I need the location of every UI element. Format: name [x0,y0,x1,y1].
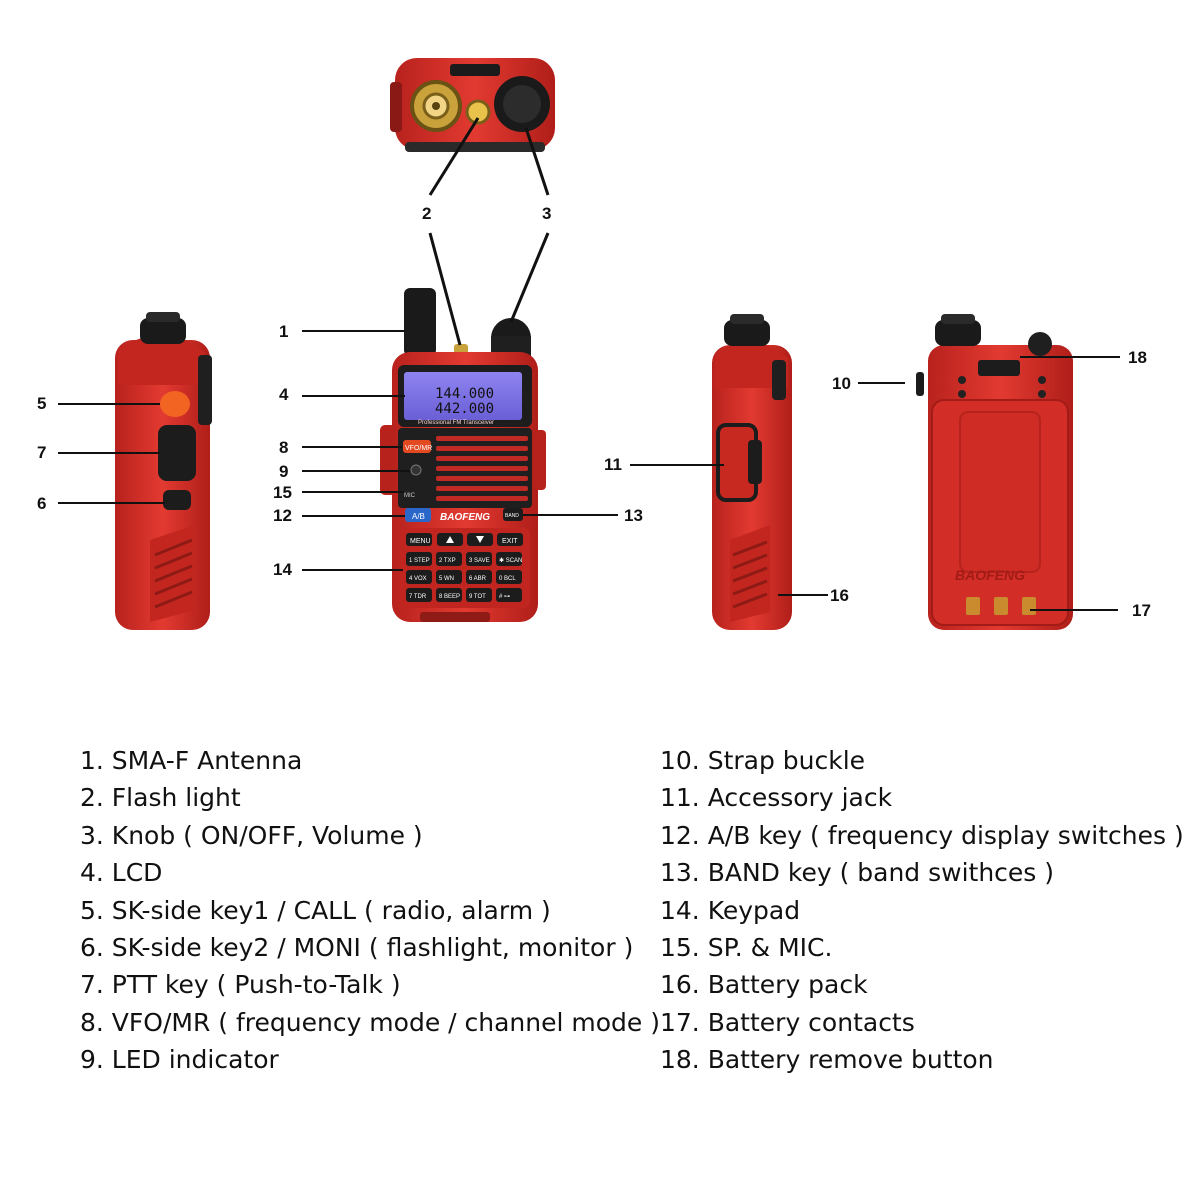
callout-5: 5 [37,394,47,413]
callout-17: 17 [1132,601,1151,620]
lcd-line2: 442.000 [435,401,494,417]
callout-3: 3 [542,204,552,223]
legend-item: 16. Battery pack [660,970,868,1000]
keypad-key-label: 8 BEEP [439,594,460,600]
keypad-key-label: 7 TDR [409,594,427,600]
keypad-key [436,552,462,566]
keypad-key [496,588,522,602]
legend-item: 12. A/B key ( frequency display switches… [660,820,1184,850]
keypad-key-label: 5 WN [439,576,454,582]
top-view [390,58,555,196]
ab-key [405,508,431,522]
callout-8: 8 [279,438,289,457]
legend-item: 15. SP. & MIC. [660,933,833,963]
callout-1: 1 [279,322,289,341]
menu-key [406,533,432,546]
left-side-view [58,312,212,630]
keypad-key-label: 3 SAVE [469,558,490,564]
keypad-key [496,570,522,584]
keypad-key [406,570,432,584]
callout-13: 13 [624,506,643,525]
lcd-screen [404,372,522,420]
menu-key-label: MENU [410,538,431,545]
callout-14: 14 [273,560,292,579]
callout-16: 16 [830,586,849,605]
front-view: 144.000 442.000 Professional FM Transcei… [302,232,618,622]
battery-contact-icon [966,597,980,615]
keypad-key-label: # ⊶ [499,594,510,600]
keypad-key [436,588,462,602]
ptt-key-icon [158,425,196,481]
device-subtitle: Professional FM Transceiver [418,420,494,426]
keypad-key [406,588,432,602]
legend-item: 1. SMA-F Antenna [80,746,303,775]
side-key2-icon [163,490,191,510]
callout-2: 2 [422,204,432,223]
exit-key [497,533,523,546]
keypad-key [466,552,492,566]
callout-15: 15 [273,483,292,502]
keypad-key [436,570,462,584]
legend-right: 10. Strap buckle 11. Accessory jack 12. … [660,742,1184,1079]
keypad-key [466,570,492,584]
keypad-key [466,588,492,602]
legend-item: 7. PTT key ( Push-to-Talk ) [80,970,401,1000]
battery-brand: BAOFENG [955,567,1025,583]
vfo-mr-key-label: VFO/MR [405,445,432,452]
callout-4: 4 [279,385,289,404]
legend-item: 4. LCD [80,858,163,888]
keypad-key-label: 0 BCL [499,576,516,582]
legend-item: 10. Strap buckle [660,746,866,775]
legend-item: 3. Knob ( ON/OFF, Volume ) [80,820,423,850]
legend-item: 9. LED indicator [80,1045,279,1075]
keypad-key-label: ✱ SCAN [499,557,522,564]
device-brand: BAOFENG [440,512,490,523]
vfo-mr-key [403,440,431,453]
keypad: 1 STEP 2 TXP 3 SAVE ✱ SCAN 4 VOX 5 WN 6 ABR 0 B… [406,552,522,602]
callout-9: 9 [279,462,289,481]
knob-back-icon [935,320,981,346]
keypad-key [406,552,432,566]
keypad-key-label: 9 TOT [469,594,486,600]
keypad-key-label: 1 STEP [409,558,430,564]
legend-item: 13. BAND key ( band swithces ) [660,858,1055,888]
lcd-line1: 144.000 [435,386,494,402]
band-key-label: BAND [505,513,519,519]
flashlight-lens-icon [465,99,491,125]
legend-item: 2. Flash light [80,783,241,813]
legend-item: 5. SK-side key1 / CALL ( radio, alarm ) [80,895,551,925]
back-view: BAOFENG [858,314,1120,630]
callout-6: 6 [37,494,47,513]
legend-item: 17. Battery contacts [660,1007,915,1037]
battery-release-button-icon [978,360,1020,376]
battery-contact-icon [994,597,1008,615]
legend-item: 11. Accessory jack [660,783,893,813]
exit-key-label: EXIT [502,538,518,545]
ab-key-label: A/B [412,512,425,521]
right-side-view [630,314,828,630]
band-key [503,508,523,521]
callout-18: 18 [1128,348,1147,367]
knob-side-icon [140,318,186,344]
legend-item: 6. SK-side key2 / MONI ( flashlight, mon… [80,933,634,963]
keypad-key [496,552,522,566]
radio-diagram: 144.000 442.000 Professional FM Transcei… [58,58,1120,630]
legend-item: 18. Battery remove button [660,1045,994,1075]
callout-11: 11 [604,455,622,474]
legend-item: 14. Keypad [660,895,801,925]
keypad-key-label: 2 TXP [439,558,456,564]
knob-right-icon [724,320,770,346]
callout-12: 12 [273,506,292,525]
callout-7: 7 [37,443,47,462]
battery-contact-icon [1022,597,1036,615]
led-indicator [410,464,422,476]
legend-item: 8. VFO/MR ( frequency mode / channel mod… [80,1007,660,1037]
antenna-icon [404,288,436,356]
keypad-key-label: 4 VOX [409,576,427,582]
keypad-key-label: 6 ABR [469,576,487,582]
callout-10: 10 [832,374,851,393]
legend-left: 1. SMA-F Antenna 2. Flash light 3. Knob … [80,742,660,1079]
mic-label: MIC [404,493,416,499]
side-key1-icon [160,391,190,417]
